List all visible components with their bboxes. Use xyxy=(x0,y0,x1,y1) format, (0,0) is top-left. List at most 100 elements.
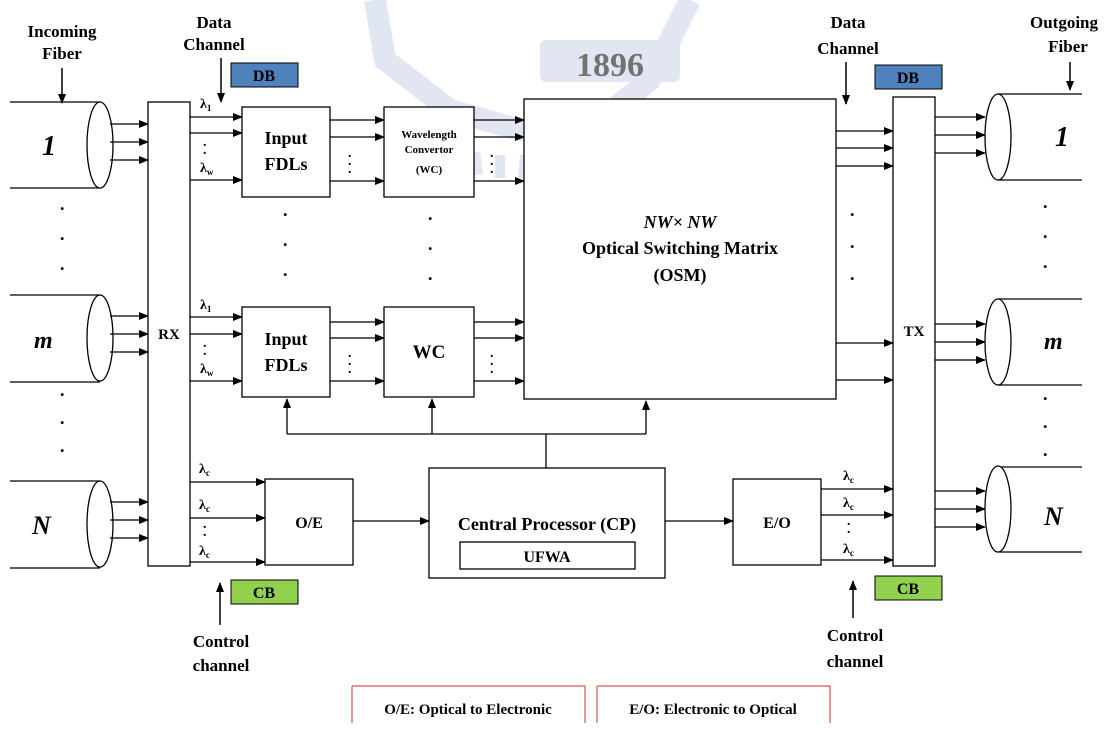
cb-badge-right: CB xyxy=(875,576,942,600)
svg-text:λc: λc xyxy=(199,462,210,478)
tx-to-fiber-arrows xyxy=(935,117,985,527)
lambda-labels-top: λ1 . . λw xyxy=(200,97,214,177)
svg-text:NW× NW: NW× NW xyxy=(643,212,719,232)
svg-text:O/E: O/E xyxy=(295,515,323,532)
rx-block: RX xyxy=(148,102,190,566)
rx-to-fdl-top-arrows xyxy=(190,117,242,180)
fiber-to-rx-arrows xyxy=(110,124,148,538)
svg-text:.: . xyxy=(1043,192,1048,212)
svg-text:Input: Input xyxy=(264,128,307,148)
svg-text:.: . xyxy=(428,204,433,224)
svg-text:CB: CB xyxy=(253,585,276,602)
svg-text:channel: channel xyxy=(827,652,884,671)
incoming-fiber-1 xyxy=(10,102,113,188)
svg-text:O/E: Optical to Electronic: O/E: Optical to Electronic xyxy=(384,702,552,718)
central-processor: Central Processor (CP) UFWA xyxy=(429,468,665,578)
osm-to-tx-arrows xyxy=(836,131,893,380)
wc-osm-top-dots: ... xyxy=(490,146,494,177)
svg-text:.: . xyxy=(1043,412,1048,432)
outgoing-fiber-dots: ... ... xyxy=(1043,192,1048,460)
optical-switching-matrix: NW× NW Optical Switching Matrix (OSM) xyxy=(524,99,836,399)
wc-osm-middle-dots: ... xyxy=(490,346,494,377)
incoming-fiber-id-n: N xyxy=(31,511,52,540)
outgoing-fiber-label: Outgoing Fiber xyxy=(1030,13,1099,90)
svg-text:.: . xyxy=(847,522,851,537)
svg-text:.: . xyxy=(283,230,288,250)
db-badge-left: DB xyxy=(231,63,298,87)
svg-text:Data: Data xyxy=(197,13,232,32)
wc-to-osm-middle-arrows xyxy=(474,322,524,381)
svg-text:λw: λw xyxy=(200,161,214,177)
fdl-wc-top-dots: ... xyxy=(348,146,352,177)
tx-block: TX xyxy=(893,97,935,566)
svg-text:RX: RX xyxy=(158,327,180,343)
svg-text:.: . xyxy=(850,200,855,220)
svg-text:TX: TX xyxy=(904,324,925,340)
outgoing-fiber-id-1: 1 xyxy=(1055,122,1069,153)
legend-eo: E/O: Electronic to Optical xyxy=(597,686,830,723)
data-channel-label-left: Data Channel xyxy=(183,13,245,102)
svg-text:Control: Control xyxy=(827,626,884,645)
svg-text:.: . xyxy=(850,264,855,284)
svg-text:.: . xyxy=(348,162,352,177)
oe-block: O/E xyxy=(265,479,353,565)
outgoing-fiber-n xyxy=(985,466,1082,552)
svg-text:Control: Control xyxy=(193,632,250,651)
svg-text:FDLs: FDLs xyxy=(264,355,307,375)
svg-text:λc: λc xyxy=(199,544,210,560)
svg-text:.: . xyxy=(203,143,207,158)
svg-text:.: . xyxy=(428,264,433,284)
watermark-year: 1896 xyxy=(576,47,644,84)
data-channel-label-right: Data Channel xyxy=(817,13,879,104)
svg-text:E/O: Electronic to Optical: E/O: Electronic to Optical xyxy=(629,702,797,718)
svg-text:.: . xyxy=(1043,222,1048,242)
svg-text:.: . xyxy=(490,162,494,177)
svg-text:λc: λc xyxy=(843,496,854,512)
svg-text:.: . xyxy=(60,194,65,214)
cp-control-arrows xyxy=(287,399,646,434)
svg-text:Wavelength: Wavelength xyxy=(401,129,457,141)
svg-text:.: . xyxy=(283,260,288,280)
svg-text:(OSM): (OSM) xyxy=(654,265,707,286)
svg-text:FDLs: FDLs xyxy=(264,154,307,174)
svg-text:Incoming: Incoming xyxy=(28,22,97,41)
legend-oe: O/E: Optical to Electronic xyxy=(352,686,585,723)
svg-text:.: . xyxy=(428,234,433,254)
cb-badge-left: CB xyxy=(231,580,298,604)
svg-text:DB: DB xyxy=(253,68,276,85)
svg-text:Central Processor (CP): Central Processor (CP) xyxy=(458,514,636,535)
ufwa-label: UFWA xyxy=(523,549,571,566)
lambda-labels-control-left: λc λc . . λc xyxy=(199,462,210,560)
svg-text:.: . xyxy=(1043,252,1048,272)
svg-text:E/O: E/O xyxy=(763,515,791,532)
outgoing-fiber-id-m: m xyxy=(1044,329,1063,355)
svg-text:Channel: Channel xyxy=(183,35,245,54)
svg-text:Fiber: Fiber xyxy=(42,44,82,63)
incoming-fiber-dots: . . . . . . xyxy=(60,194,65,456)
svg-text:Data: Data xyxy=(831,13,866,32)
svg-text:Optical Switching Matrix: Optical Switching Matrix xyxy=(582,238,778,258)
lambda-labels-middle: λ1 . . λw xyxy=(200,298,214,378)
svg-text:.: . xyxy=(60,224,65,244)
svg-text:DB: DB xyxy=(897,70,920,87)
svg-text:.: . xyxy=(60,254,65,274)
svg-text:λc: λc xyxy=(199,498,210,514)
svg-text:.: . xyxy=(1043,440,1048,460)
lambda-labels-control-right: λc λc . . λc xyxy=(843,469,854,558)
svg-text:.: . xyxy=(283,200,288,220)
input-fdls-top: Input FDLs xyxy=(242,107,330,197)
svg-text:(WC): (WC) xyxy=(416,164,443,176)
svg-text:.: . xyxy=(850,232,855,252)
rx-to-fdl-middle-arrows xyxy=(190,317,242,381)
svg-text:λc: λc xyxy=(843,542,854,558)
fdl-to-wc-middle-arrows xyxy=(330,322,384,381)
cp-control-lines xyxy=(287,434,646,468)
incoming-fiber-label: Incoming Fiber xyxy=(28,22,97,103)
svg-text:channel: channel xyxy=(193,656,250,675)
svg-text:.: . xyxy=(490,362,494,377)
input-fdls-middle: Input FDLs xyxy=(242,307,330,397)
svg-text:Fiber: Fiber xyxy=(1048,37,1088,56)
svg-text:.: . xyxy=(203,525,207,540)
fdl-to-wc-top-arrows xyxy=(330,120,384,181)
